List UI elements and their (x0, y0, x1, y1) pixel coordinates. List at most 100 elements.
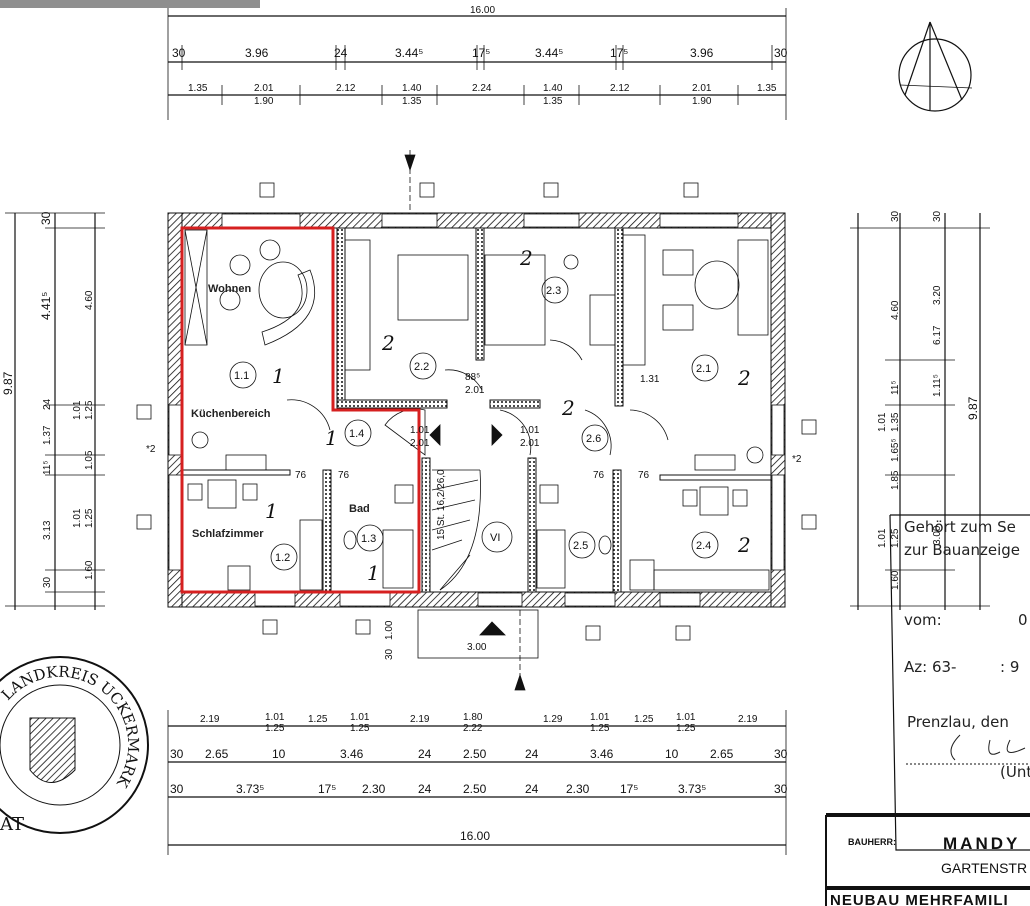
svg-text:2: 2 (561, 396, 575, 420)
svg-text:1.05: 1.05 (84, 450, 95, 470)
svg-text:2: 2 (737, 366, 751, 390)
svg-text:3.96: 3.96 (245, 46, 269, 60)
svg-text:3.20: 3.20 (932, 285, 943, 305)
svg-text:BAUHERR:: BAUHERR: (848, 837, 896, 847)
room-number: 1.3 (361, 533, 376, 545)
svg-text:0: 0 (1018, 611, 1028, 629)
svg-text:2.65: 2.65 (710, 747, 734, 761)
svg-text:1.60: 1.60 (890, 570, 901, 590)
svg-text:1.25: 1.25 (84, 508, 95, 528)
svg-text:3.46: 3.46 (340, 747, 364, 761)
svg-text:3.96: 3.96 (690, 46, 714, 60)
svg-text:(Unte: (Unte (1000, 763, 1030, 781)
svg-text:1.29: 1.29 (543, 714, 563, 725)
title-block: BAUHERR: MANDY GARTENSTR NEUBAU MEHRFAMI… (825, 813, 1030, 906)
svg-text:2.12: 2.12 (610, 83, 630, 94)
svg-text:1.11⁵: 1.11⁵ (932, 374, 943, 397)
svg-text:2: 2 (519, 246, 533, 270)
svg-text:76: 76 (593, 470, 605, 481)
svg-text:1.25: 1.25 (265, 723, 285, 734)
svg-text:1: 1 (325, 426, 338, 450)
furniture (184, 150, 770, 691)
room-number: 2.3 (546, 285, 561, 297)
svg-text:3.13: 3.13 (42, 520, 53, 540)
svg-text:1.25: 1.25 (84, 400, 95, 420)
entrance-step: 30 (384, 648, 395, 660)
svg-text:2.22: 2.22 (463, 723, 483, 734)
room-numbers (229, 276, 719, 571)
highlighted-unit-outline (180, 226, 421, 594)
svg-text:GARTENSTR: GARTENSTR (941, 860, 1027, 876)
svg-text:2.30: 2.30 (362, 782, 386, 796)
right-dimensions: 30 30 3.20 4.60 6.17 11⁵ 1.11⁵ 1.01 1.35… (850, 210, 990, 610)
svg-text:17⁵: 17⁵ (610, 46, 628, 60)
svg-text:30: 30 (932, 210, 943, 222)
room-label-kuechenbereich: Küchenbereich (191, 408, 271, 420)
svg-text:30: 30 (890, 210, 901, 222)
svg-text:1.25: 1.25 (308, 714, 328, 725)
room-number: 2.2 (414, 361, 429, 373)
svg-text:1: 1 (265, 499, 278, 523)
svg-text:MANDY: MANDY (943, 834, 1020, 853)
svg-text:zur Bauanzeige: zur Bauanzeige (904, 541, 1020, 559)
svg-text:3.73⁵: 3.73⁵ (678, 782, 706, 796)
svg-text:10: 10 (272, 747, 286, 761)
svg-text:2.01: 2.01 (692, 83, 712, 94)
room-number: 2.6 (586, 433, 601, 445)
svg-text:1.31: 1.31 (640, 374, 660, 385)
bottom-dimensions: 2.19 1.011.25 1.25 1.011.25 2.19 1.802.2… (167, 710, 788, 855)
svg-text:Gehört zum Se: Gehört zum Se (904, 518, 1016, 536)
svg-text:3.73⁵: 3.73⁵ (236, 782, 264, 796)
svg-text:2.19: 2.19 (738, 714, 758, 725)
svg-text:1.01: 1.01 (72, 508, 83, 528)
svg-text:17⁵: 17⁵ (318, 782, 336, 796)
svg-text:76: 76 (338, 470, 350, 481)
svg-text:2.24: 2.24 (472, 83, 492, 94)
svg-text:9.87: 9.87 (966, 396, 980, 420)
svg-text:1.90: 1.90 (692, 96, 712, 107)
svg-text:76: 76 (638, 470, 650, 481)
svg-text:30: 30 (170, 782, 184, 796)
svg-text:2: 2 (737, 533, 751, 557)
svg-text:2.65: 2.65 (205, 747, 229, 761)
svg-text:9.87: 9.87 (1, 371, 15, 395)
svg-text:1.80: 1.80 (463, 712, 483, 723)
room-number: VI (490, 532, 500, 544)
svg-text:1.01: 1.01 (877, 528, 888, 548)
svg-text:1.65⁵: 1.65⁵ (890, 438, 901, 462)
svg-text:30: 30 (170, 747, 184, 761)
svg-text:30: 30 (172, 46, 186, 60)
entrance-width: 3.00 (467, 642, 487, 653)
svg-text:24: 24 (418, 747, 432, 761)
svg-text:11⁵: 11⁵ (42, 460, 53, 475)
svg-text:1.01: 1.01 (590, 712, 610, 723)
svg-text:1.60: 1.60 (84, 560, 95, 580)
north-arrow-icon (898, 21, 973, 112)
svg-text:24: 24 (42, 398, 53, 410)
svg-text:2.01: 2.01 (254, 83, 274, 94)
svg-text:1.25: 1.25 (676, 723, 696, 734)
top-dimensions: 16.00 30 3.96 24 3.44⁵ 17⁵ 3.44⁵ 17⁵ 3.9… (167, 5, 788, 120)
svg-text:24: 24 (334, 46, 348, 60)
room-label-schlafzimmer: Schlafzimmer (192, 528, 264, 540)
svg-text:2.01: 2.01 (465, 385, 485, 396)
svg-text:1.01: 1.01 (410, 425, 430, 436)
svg-text:1: 1 (367, 561, 380, 585)
svg-text:4.60: 4.60 (890, 300, 901, 320)
svg-text:24: 24 (525, 747, 539, 761)
svg-text:Az: 63-: Az: 63- (904, 658, 956, 676)
svg-text:16.00: 16.00 (470, 5, 495, 16)
svg-text:16.00: 16.00 (460, 829, 490, 843)
svg-text:1.35: 1.35 (757, 83, 777, 94)
svg-text:1.35: 1.35 (402, 96, 422, 107)
room-number: 2.4 (696, 540, 711, 552)
svg-text:17⁵: 17⁵ (472, 46, 490, 60)
svg-text:10: 10 (665, 747, 679, 761)
svg-text:76: 76 (295, 470, 307, 481)
svg-text:1.25: 1.25 (350, 723, 370, 734)
svg-text:1.85: 1.85 (890, 470, 901, 490)
svg-text:2.01: 2.01 (410, 438, 430, 449)
svg-text:30: 30 (39, 211, 53, 225)
scan-artifact (0, 0, 260, 8)
